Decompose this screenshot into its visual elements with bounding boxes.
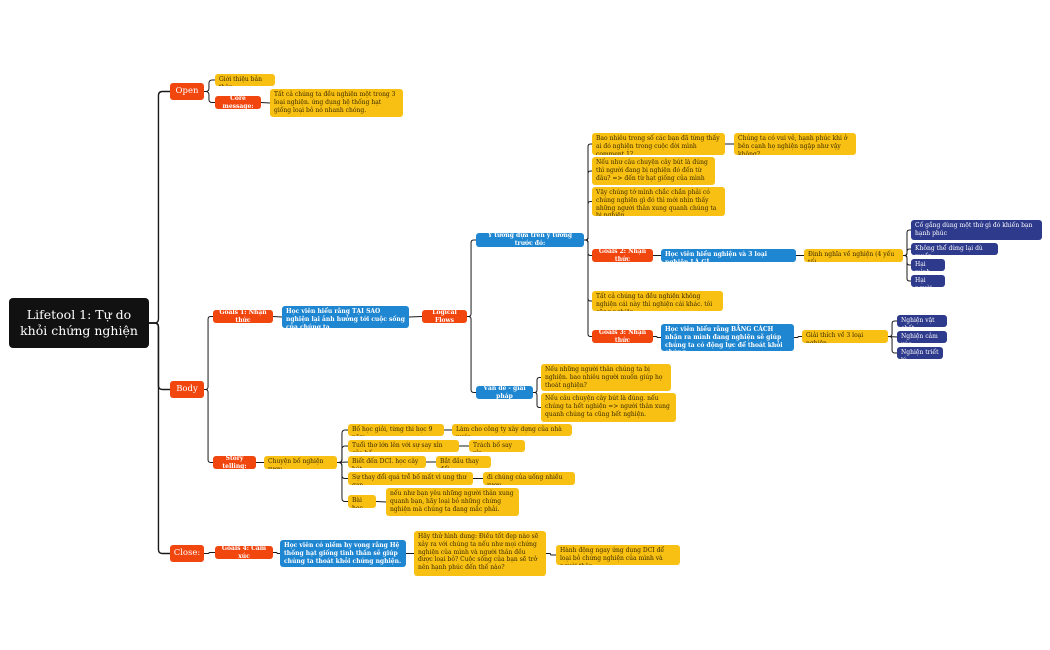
node-q1[interactable]: Bao nhiêu trong số các bạn đã từng thấy … — [592, 133, 725, 155]
connector-branch-body — [149, 322, 170, 391]
branch-close[interactable]: Close: — [170, 545, 204, 562]
connector-node-core-text — [260, 102, 271, 104]
node-story-a2[interactable]: Tuổi thơ lớn lên với sự say xỉn của bố — [348, 440, 459, 452]
connector-node-story-a4 — [337, 462, 348, 479]
node-story-b3[interactable]: Bắt đầu thay đổi — [436, 456, 491, 468]
connector-branch-open — [149, 90, 170, 324]
node-goals-1[interactable]: Goals 1: Nhận thức — [213, 310, 273, 323]
connector-node-def-4 — [903, 255, 911, 282]
node-nghien-triet-ly[interactable]: Nghiện triết lý — [897, 347, 943, 359]
node-goals-2[interactable]: Goals 2: Nhận thức — [592, 249, 653, 262]
node-goals-3[interactable]: Goals 3: Nhận thức — [592, 330, 653, 343]
connector-node-van-de-p1 — [533, 377, 541, 393]
node-story-a5[interactable]: Bài học — [348, 495, 376, 508]
node-action[interactable]: Hành động ngay ứng dụng DCI để loại bỏ c… — [556, 545, 680, 565]
node-story-b2[interactable]: Trách bố say xỉn — [469, 440, 525, 452]
node-logical-flows[interactable]: Logical Flows — [422, 310, 467, 323]
connector-node-core-message — [204, 91, 215, 103]
node-dinh-nghia[interactable]: Định nghĩa về nghiện (4 yếu tố) — [804, 249, 903, 262]
connector-node-giai-thich — [794, 336, 802, 338]
node-goals-4[interactable]: Goals 4: Cảm xúc — [215, 546, 273, 559]
node-q1-reply[interactable]: Chúng ta có vui vẻ, hạnh phúc khi ở bên … — [734, 133, 856, 155]
node-story-b5[interactable]: nếu như bạn yêu những người thân xung qu… — [386, 488, 519, 516]
connector-node-story-telling — [204, 389, 213, 463]
node-def-2[interactable]: Không thể dừng lại dù muốn — [911, 243, 998, 255]
node-story-a3[interactable]: Biết đến DCI. học cây bút — [348, 456, 426, 468]
connector-node-goals-1 — [204, 316, 213, 390]
node-goals-3-text[interactable]: Học viên hiểu rằng BẰNG CÁCH nhận ra mìn… — [661, 324, 794, 351]
node-y-tuong[interactable]: Ý tưởng dựa trên ý tưởng trước đó: — [476, 233, 584, 247]
node-goals-1-text[interactable]: Học viên hiểu rằng TẠI SAO nghiện lại ản… — [282, 306, 409, 328]
node-goals-4-text[interactable]: Học viên có niềm hy vọng rằng Hệ thống h… — [280, 540, 406, 567]
node-def-4[interactable]: Hại người — [911, 275, 945, 287]
node-q2[interactable]: Nếu như câu chuyện cây bút là đúng thì n… — [592, 157, 715, 185]
node-def-1[interactable]: Cố gắng dùng một thứ gì đó khiến bạn hạn… — [911, 220, 1042, 240]
node-story-a4[interactable]: Sự thay đổi quá trễ bố mất vì ung thư ga… — [348, 472, 473, 485]
branch-body[interactable]: Body — [170, 381, 204, 398]
node-q3[interactable]: Vậy chúng tớ mình chắc chắn phải có chún… — [592, 187, 725, 216]
node-giai-thich[interactable]: Giải thích về 3 loại nghiện. — [802, 330, 888, 343]
connector-node-goals-1-text — [272, 316, 283, 318]
connector-node-goals-4 — [204, 552, 215, 554]
connector-node-story-b5 — [375, 501, 387, 503]
node-nghien-vat-chat[interactable]: Nghiện vật chất — [897, 315, 947, 327]
connector-node-goals-3-text — [653, 336, 661, 338]
node-imagine[interactable]: Hãy thử hình dung: Điều tốt đẹp nào sẽ x… — [414, 531, 546, 576]
connector-node-nghien-vat-chat — [888, 320, 897, 337]
connector-node-action — [546, 553, 556, 556]
connector-node-nghien-triet-ly — [888, 336, 897, 354]
connector-node-q3 — [584, 201, 592, 241]
connector-node-van-de — [467, 316, 476, 393]
connector-node-gioi-thieu — [204, 79, 215, 92]
connector-node-def-2 — [903, 248, 911, 256]
node-nghien-cam-xuc[interactable]: Nghiện cảm xúc — [897, 331, 947, 343]
connector-node-van-de-p2 — [533, 392, 541, 408]
connector-node-goals-4-text — [273, 552, 280, 554]
node-def-3[interactable]: Hại mình — [911, 259, 945, 271]
node-story-b4[interactable]: đi chúng của uống nhiều rượu — [483, 472, 575, 485]
branch-open[interactable]: Open — [170, 83, 204, 100]
connector-node-story-a2 — [337, 445, 348, 463]
node-story-a1[interactable]: Bố học giỏi, từng thi học 9 năm — [348, 424, 444, 436]
node-q4[interactable]: Tất cả chúng ta đều nghiện không nghiện … — [592, 291, 723, 311]
node-story-topic[interactable]: Chuyện bố nghiện rượu — [264, 456, 337, 469]
connector-node-story-a5 — [337, 462, 348, 502]
connector-node-logical-flows — [408, 316, 423, 318]
node-van-de-p2[interactable]: Nếu câu chuyện cây bút là đúng. nếu chún… — [541, 393, 676, 422]
node-gioi-thieu[interactable]: Giới thiệu bản thân — [215, 74, 275, 86]
node-goals-2-text[interactable]: Học viên hiểu nghiện và 3 loại nghiện LÀ… — [661, 249, 796, 262]
node-story-b1[interactable]: Làm cho công ty xây dựng của nhà nước — [452, 424, 572, 436]
connector-node-goals-3 — [584, 239, 592, 337]
node-core-message[interactable]: Core message: — [215, 96, 261, 109]
node-van-de[interactable]: Vấn đề - giải pháp — [476, 386, 533, 399]
root-topic[interactable]: Lifetool 1: Tự do khỏi chứng nghiện — [9, 298, 149, 348]
connector-node-y-tuong — [467, 239, 476, 317]
node-story-telling[interactable]: Story telling: — [213, 456, 256, 469]
node-core-text[interactable]: Tất cả chúng ta đều nghiện một trong 3 l… — [270, 89, 403, 117]
connector-branch-close — [149, 322, 170, 555]
node-van-de-p1[interactable]: Nếu những người thân chúng ta bị nghiện.… — [541, 364, 671, 391]
